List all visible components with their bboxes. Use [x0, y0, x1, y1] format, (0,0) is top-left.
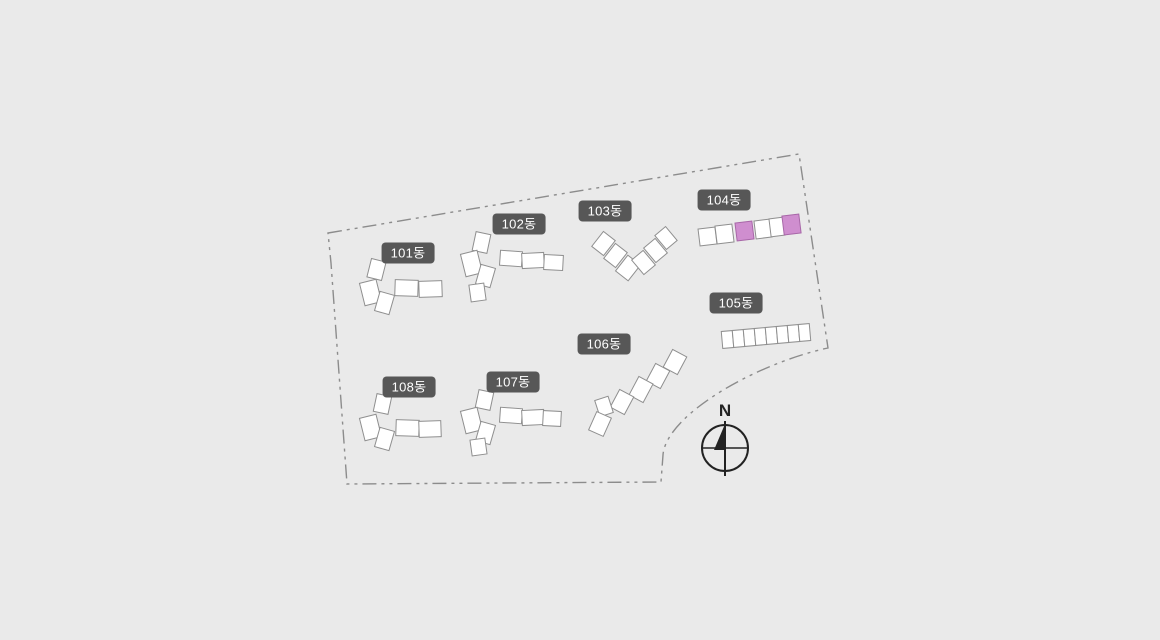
building-108-footprint[interactable]	[358, 393, 442, 452]
building-105-footprint[interactable]	[720, 323, 812, 349]
building-101-unit[interactable]	[394, 279, 419, 297]
building-106-unit[interactable]	[609, 388, 635, 416]
compass-needle-fill	[714, 424, 725, 450]
building-101-unit[interactable]	[373, 290, 396, 316]
building-103-unit[interactable]	[591, 230, 616, 257]
building-108-unit[interactable]	[418, 420, 442, 438]
building-104-unit[interactable]	[714, 223, 735, 245]
building-108-unit[interactable]	[373, 426, 396, 452]
building-label-103[interactable]: 103동	[578, 200, 632, 222]
building-107-footprint[interactable]	[459, 389, 562, 457]
building-104-footprint[interactable]	[697, 213, 802, 247]
building-102-unit[interactable]	[459, 249, 484, 278]
building-107-unit[interactable]	[469, 437, 488, 457]
building-106-unit[interactable]	[594, 395, 614, 418]
building-102-unit[interactable]	[471, 231, 492, 254]
building-101-unit[interactable]	[418, 280, 443, 298]
building-label-104[interactable]: 104동	[697, 189, 751, 211]
building-108-unit[interactable]	[358, 413, 383, 442]
building-106-footprint[interactable]	[587, 348, 688, 438]
building-103-unit[interactable]	[642, 237, 669, 264]
building-106-unit[interactable]	[628, 375, 654, 404]
site-boundary	[327, 153, 829, 485]
building-107-unit[interactable]	[474, 389, 495, 411]
building-103-unit[interactable]	[630, 249, 657, 276]
building-106-unit[interactable]	[645, 362, 671, 390]
building-label-108[interactable]: 108동	[382, 376, 436, 398]
building-101-footprint[interactable]	[358, 257, 443, 316]
building-103-unit[interactable]	[603, 242, 628, 269]
building-103-unit[interactable]	[654, 225, 678, 251]
building-105-unit[interactable]	[797, 323, 812, 342]
building-label-106[interactable]: 106동	[577, 333, 631, 355]
building-101-unit[interactable]	[358, 278, 383, 307]
building-label-107[interactable]: 107동	[486, 371, 540, 393]
building-107-unit[interactable]	[542, 410, 562, 427]
building-102-unit[interactable]	[468, 282, 487, 303]
building-label-105[interactable]: 105동	[709, 292, 763, 314]
building-104-selected-unit[interactable]	[781, 213, 802, 236]
building-101-unit[interactable]	[366, 257, 387, 282]
building-103-footprint[interactable]	[591, 225, 678, 282]
compass-north-label: N	[719, 401, 731, 420]
building-label-101[interactable]: 101동	[381, 242, 435, 264]
compass: N	[701, 401, 749, 476]
building-label-102[interactable]: 102동	[492, 213, 546, 235]
building-102-unit[interactable]	[543, 253, 564, 272]
building-104-selected-unit[interactable]	[734, 220, 755, 242]
building-106-unit[interactable]	[587, 410, 613, 438]
building-102-footprint[interactable]	[459, 231, 564, 303]
building-107-unit[interactable]	[459, 406, 484, 435]
